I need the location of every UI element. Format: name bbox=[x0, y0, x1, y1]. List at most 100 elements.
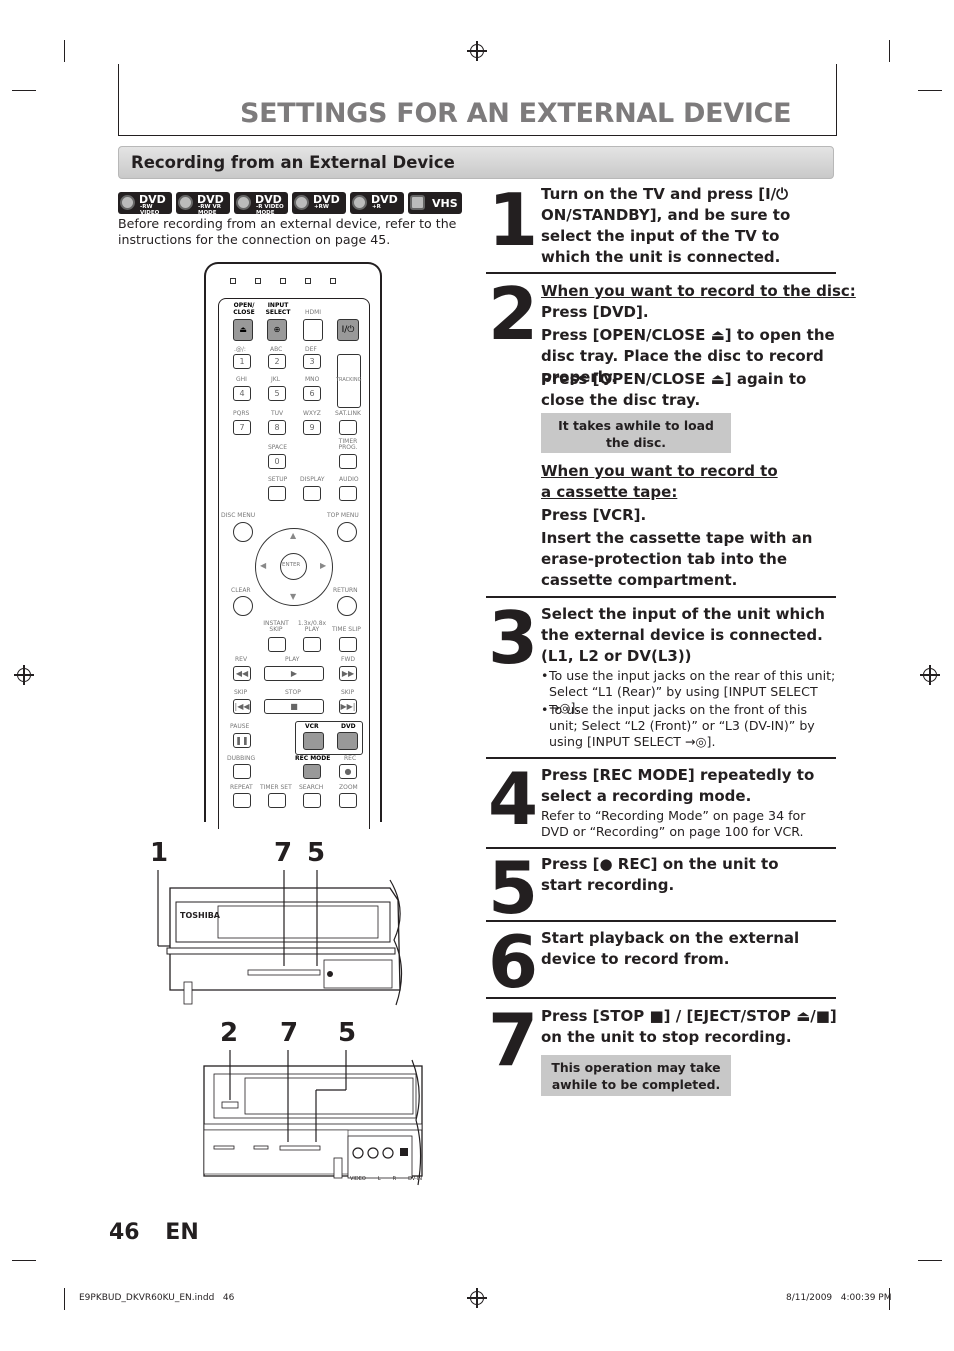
disc-icon bbox=[352, 195, 367, 210]
audio-button[interactable] bbox=[339, 486, 357, 501]
top-menu-button[interactable] bbox=[337, 522, 357, 542]
repeat-button[interactable] bbox=[233, 793, 251, 808]
page-number-value: 46 bbox=[109, 1220, 140, 1245]
insert-tape-text: Insert the cassette tape with an erase-p… bbox=[541, 529, 813, 589]
jack-label-l: L bbox=[377, 1176, 381, 1182]
search-label: SEARCH bbox=[299, 784, 324, 791]
jack-label-r: R bbox=[392, 1176, 397, 1182]
rec-mode-button[interactable] bbox=[303, 764, 321, 779]
key-label: PQRS bbox=[233, 410, 250, 417]
power-button[interactable]: I/⏻ bbox=[337, 319, 359, 341]
input-select-label: INPUT SELECT bbox=[265, 302, 291, 316]
step-7-text: Press [STOP ■] / [EJECT/STOP ⏏/■] on the… bbox=[541, 1007, 837, 1046]
footer-timestamp: 8/11/2009 4:00:39 PM bbox=[786, 1293, 892, 1303]
key-label: ABC bbox=[270, 346, 283, 353]
skip-forward-label: SKIP bbox=[341, 689, 355, 696]
callout-number: 7 bbox=[280, 1018, 299, 1048]
time-slip-button[interactable] bbox=[339, 637, 357, 652]
vcr-button[interactable] bbox=[303, 732, 324, 750]
step-5-text: Press [● REC] on the unit to start recor… bbox=[541, 855, 779, 894]
indicator-led bbox=[330, 278, 336, 284]
instant-skip-label: INSTANT SKIP bbox=[263, 620, 289, 633]
vhs-badge: VHS bbox=[408, 192, 462, 214]
sat-link-button[interactable] bbox=[339, 420, 357, 435]
arrow-left-icon[interactable]: ◀ bbox=[260, 561, 267, 570]
zoom-button[interactable] bbox=[339, 793, 357, 808]
number-key-2[interactable]: 2 bbox=[268, 354, 286, 369]
open-tray-text: Press [OPEN/CLOSE ⏏] to open the disc tr… bbox=[541, 326, 835, 386]
audio-label: AUDIO bbox=[339, 476, 359, 483]
skip-forward-button[interactable]: ▶▶| bbox=[339, 699, 357, 714]
tape-icon bbox=[410, 195, 425, 210]
fwd-label: FWD bbox=[341, 656, 356, 663]
bullet-marker: • bbox=[541, 668, 549, 683]
arrow-down-icon[interactable]: ▼ bbox=[290, 592, 297, 601]
open-close-button[interactable]: ⏏ bbox=[233, 319, 253, 341]
top-menu-label: TOP MENU bbox=[327, 512, 359, 519]
dvd-button[interactable] bbox=[337, 732, 358, 750]
tracking-rocker[interactable] bbox=[337, 354, 361, 408]
number-key-7[interactable]: 7 bbox=[233, 420, 251, 435]
timer-set-button[interactable] bbox=[268, 793, 286, 808]
return-label: RETURN bbox=[333, 587, 358, 594]
crop-mark bbox=[64, 40, 65, 62]
display-button[interactable] bbox=[303, 486, 321, 501]
clear-label: CLEAR bbox=[231, 587, 251, 594]
jack-labels: VIDEO L R DV-IN bbox=[350, 1176, 422, 1182]
number-key-6[interactable]: 6 bbox=[303, 386, 321, 401]
load-disc-note: It takes awhile to load the disc. bbox=[541, 413, 731, 453]
skip-back-button[interactable]: |◀◀ bbox=[233, 699, 251, 714]
dubbing-button[interactable] bbox=[233, 764, 251, 779]
number-key-5[interactable]: 5 bbox=[268, 386, 286, 401]
step-number: 5 bbox=[488, 846, 538, 930]
fwd-button[interactable]: ▶▶ bbox=[339, 666, 357, 681]
number-key-1[interactable]: 1 bbox=[233, 354, 251, 369]
step-3-bullet-front: To use the input jacks on the front of t… bbox=[549, 702, 815, 749]
number-key-8[interactable]: 8 bbox=[268, 420, 286, 435]
vcr-dvd-frame bbox=[295, 721, 363, 755]
space-label: SPACE bbox=[268, 444, 288, 451]
badge-label: VHS bbox=[432, 197, 458, 210]
number-key-9[interactable]: 9 bbox=[303, 420, 321, 435]
arrow-right-icon[interactable]: ▶ bbox=[320, 561, 327, 570]
clear-button[interactable] bbox=[233, 596, 253, 616]
remote-control: OPEN/ CLOSE INPUT SELECT HDMI ⏏ ⊕ I/⏻ .@… bbox=[204, 262, 382, 829]
play-button[interactable]: ▶ bbox=[264, 666, 324, 681]
navigation-ring[interactable]: ▲ ▼ ◀ ▶ ENTER bbox=[255, 528, 333, 606]
number-key-3[interactable]: 3 bbox=[303, 354, 321, 369]
setup-button[interactable] bbox=[268, 486, 286, 501]
rec-button[interactable]: ● bbox=[339, 764, 357, 779]
registration-mark-icon bbox=[467, 41, 487, 61]
play-speed-button[interactable] bbox=[303, 637, 321, 652]
section-title: Recording from an External Device bbox=[131, 153, 455, 172]
timer-prog-button[interactable] bbox=[339, 454, 357, 469]
close-tray-text: Press [OPEN/CLOSE ⏏] again to close the … bbox=[541, 370, 807, 409]
pause-button[interactable]: ❚❚ bbox=[233, 733, 251, 748]
hdmi-button[interactable] bbox=[303, 319, 323, 341]
press-vcr-text: Press [VCR]. bbox=[541, 506, 647, 524]
stop-button[interactable]: ■ bbox=[264, 699, 324, 714]
badge-label: DVD bbox=[197, 193, 224, 206]
repeat-label: REPEAT bbox=[230, 784, 253, 791]
number-key-4[interactable]: 4 bbox=[233, 386, 251, 401]
badge-sublabel: -RW VR MODE bbox=[198, 204, 221, 216]
unit-front-lower-diagram bbox=[203, 1050, 423, 1186]
vcr-label: VCR bbox=[305, 723, 319, 730]
crop-mark bbox=[889, 40, 890, 62]
return-button[interactable] bbox=[337, 596, 357, 616]
search-button[interactable] bbox=[303, 793, 321, 808]
rev-button[interactable]: ◀◀ bbox=[233, 666, 251, 681]
tape-heading: When you want to record to a cassette ta… bbox=[541, 462, 778, 501]
tracking-label: TRACKING bbox=[336, 377, 362, 383]
arrow-up-icon[interactable]: ▲ bbox=[290, 531, 297, 540]
step-divider bbox=[486, 847, 836, 849]
open-close-label: OPEN/ CLOSE bbox=[233, 302, 255, 316]
step-divider bbox=[486, 920, 836, 922]
input-select-button[interactable]: ⊕ bbox=[267, 319, 287, 341]
instant-skip-button[interactable] bbox=[268, 637, 286, 652]
enter-button[interactable]: ENTER bbox=[280, 553, 307, 580]
callout-number: 5 bbox=[338, 1018, 357, 1048]
key-label: MNO bbox=[305, 376, 320, 383]
disc-menu-button[interactable] bbox=[233, 522, 253, 542]
number-key-0[interactable]: 0 bbox=[268, 454, 286, 469]
